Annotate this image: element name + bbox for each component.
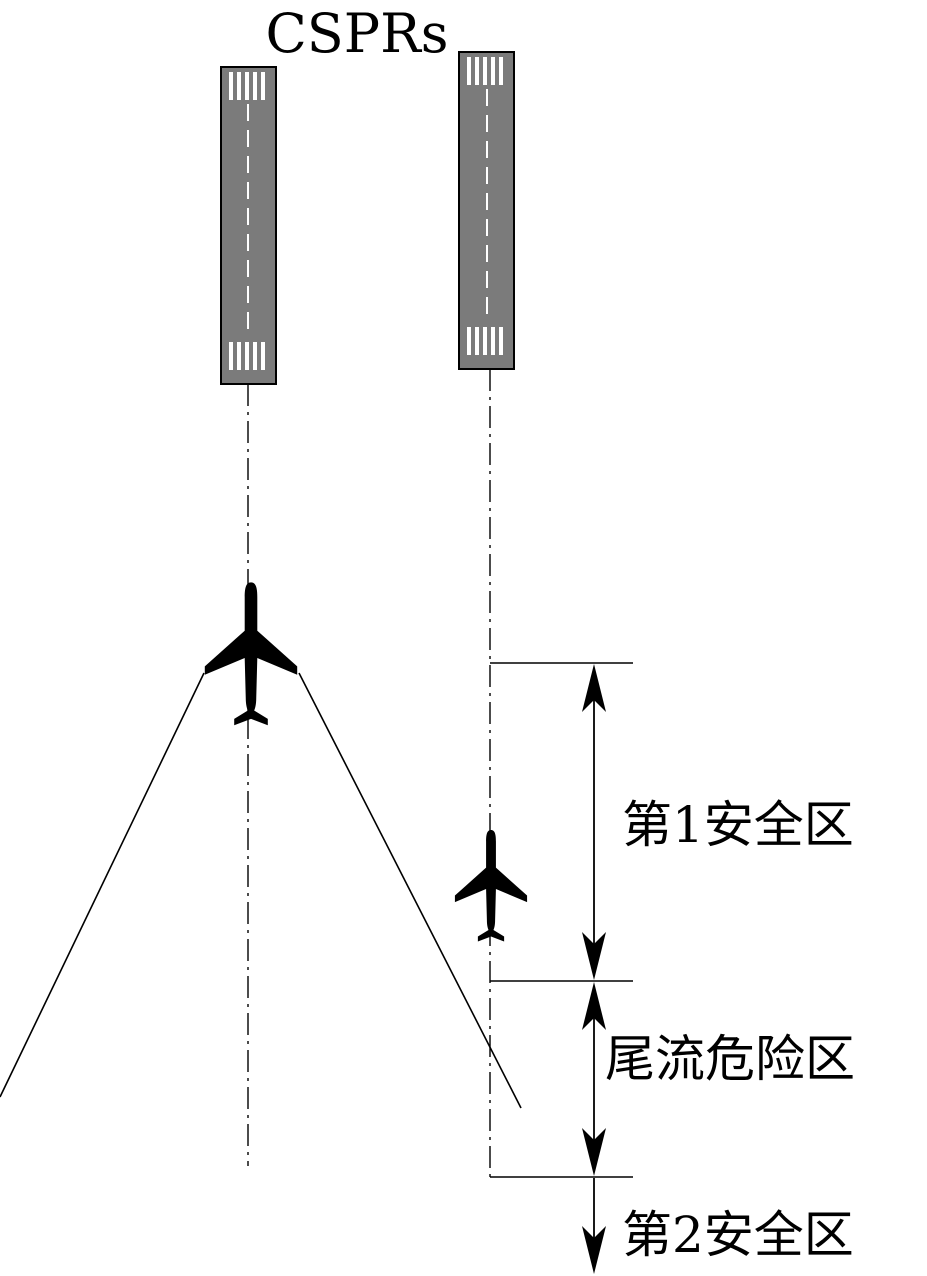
first-zone-double-arrow-icon	[582, 664, 606, 980]
second-safe-zone-label: 第2安全区	[622, 1206, 854, 1264]
left-runway-icon	[220, 66, 277, 385]
first-safe-zone-label: 第1安全区	[622, 796, 854, 854]
trailing-aircraft-airplane-icon	[454, 829, 528, 942]
wake-zone-double-arrow-icon	[582, 982, 606, 1176]
leading-aircraft-airplane-icon	[204, 582, 298, 726]
wake-boundary-right	[298, 672, 522, 1109]
second-zone-arrow-icon	[582, 1178, 606, 1274]
wake-hazard-zone-label: 尾流危险区	[605, 1030, 855, 1088]
right-runway-icon	[458, 51, 515, 370]
wake-boundary-left	[0, 672, 205, 1098]
diagram-title: CSPRs	[265, 2, 448, 65]
